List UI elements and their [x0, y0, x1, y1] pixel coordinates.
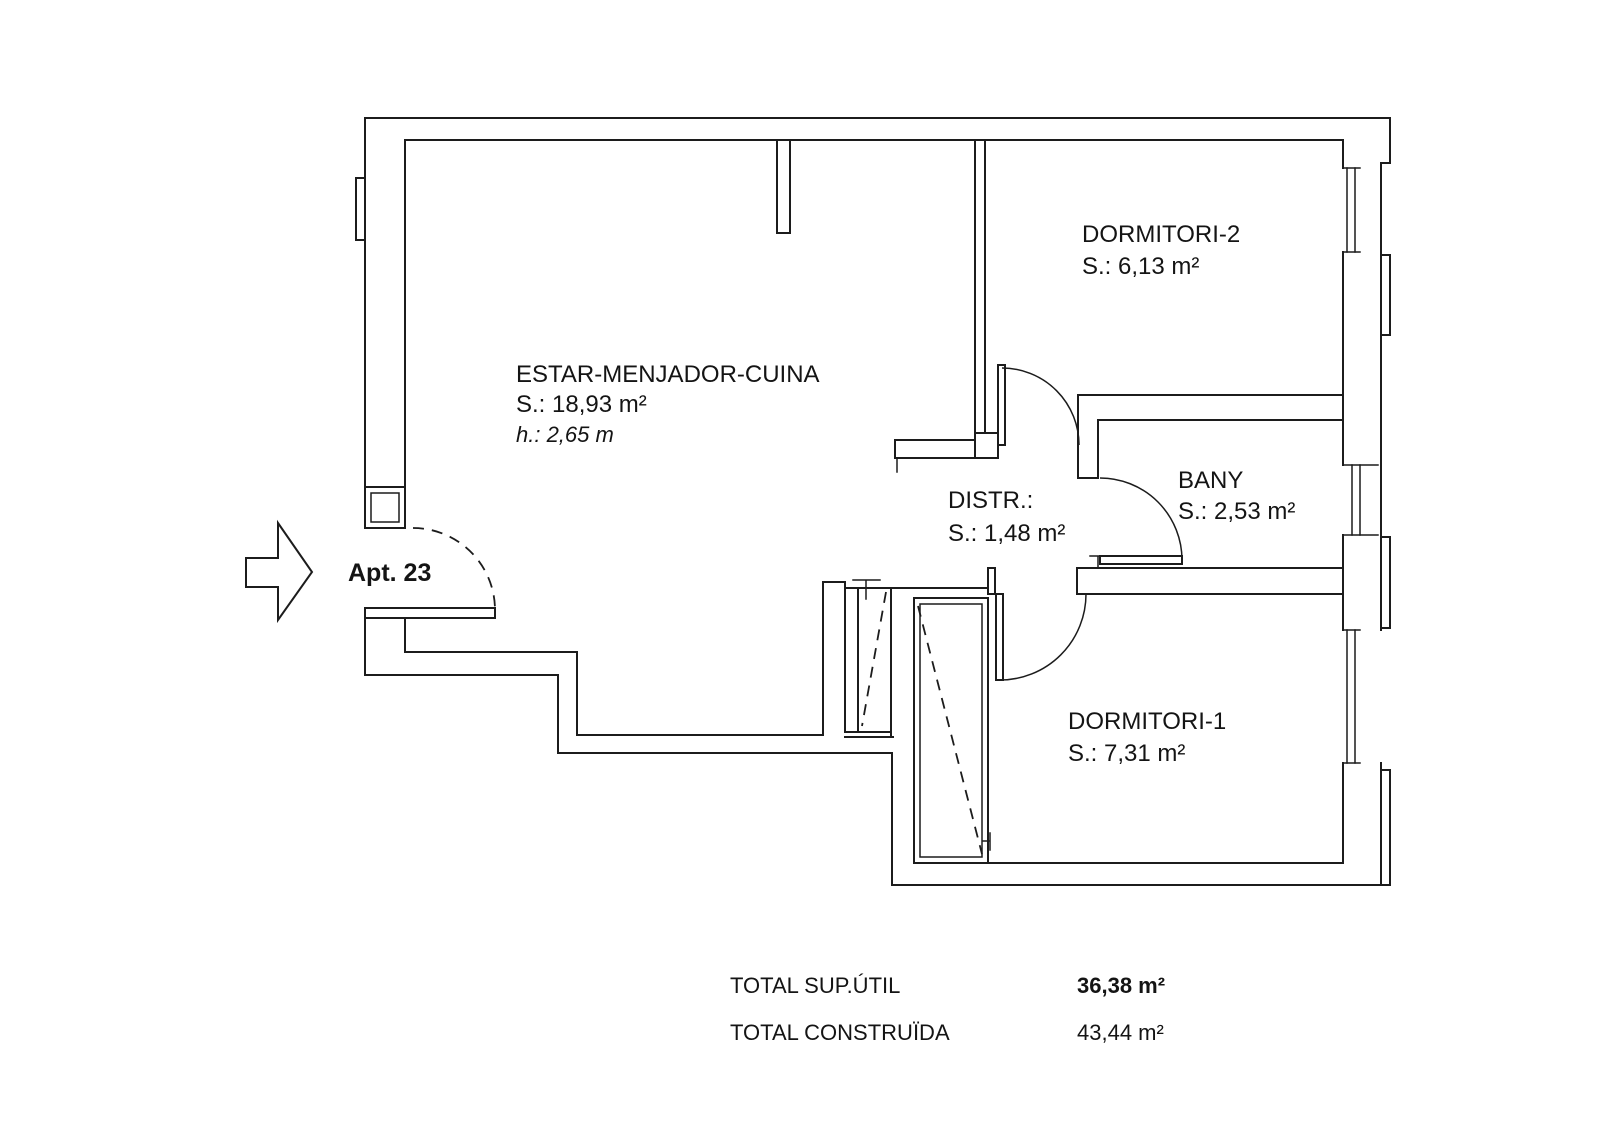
wardrobe-door-diagonal [917, 605, 983, 855]
right-pier-3 [1380, 769, 1391, 886]
bany-door-leaf [1099, 555, 1183, 565]
room-area-estar: S.: 18,93 m² [516, 391, 647, 418]
total-built-label: TOTAL CONSTRUÏDA [730, 1020, 950, 1045]
distr-top-stub [894, 439, 976, 459]
dorm1-north-wall [1076, 567, 1344, 595]
outer-wall-lower [364, 607, 1382, 886]
inner-wall-top-left [404, 139, 1344, 529]
room-area-distr: S.: 1,48 m² [948, 520, 1065, 547]
distr-west-wall [822, 581, 846, 733]
bany-west-wall [1077, 394, 1099, 479]
room-label-dormitori-2: DORMITORI-2 [1082, 221, 1240, 248]
room-area-dormitori-2: S.: 6,13 m² [1082, 253, 1199, 280]
window-dormitori-2 [1342, 167, 1361, 253]
entrance-lower-jamb [364, 607, 496, 619]
room-label-distr: DISTR.: [948, 487, 1033, 514]
totals-block: TOTAL SUP.ÚTIL 36,38 m² TOTAL CONSTRUÏDA… [730, 973, 1165, 1045]
dorm2-door-hinge-jamb [974, 432, 999, 459]
room-area-bany: S.: 2,53 m² [1178, 498, 1295, 525]
total-useful-label: TOTAL SUP.ÚTIL [730, 973, 900, 998]
outer-wall-upper [364, 117, 1391, 631]
wardrobe-pivot-mark [982, 832, 991, 851]
closet-pivot-mark [852, 579, 881, 600]
dorm1-door-west-jamb [987, 567, 996, 595]
bany-door-swing [1099, 477, 1183, 561]
room-label-bany: BANY [1178, 467, 1243, 494]
inner-wall-bottom-left [404, 581, 824, 736]
closet-walls [844, 587, 989, 738]
entrance-label: Apt. 23 [348, 559, 431, 587]
room-area-dormitori-1: S.: 7,31 m² [1068, 740, 1185, 767]
top-stub-partition [776, 139, 791, 234]
left-pilaster-notch [355, 177, 366, 241]
right-pier-2 [1380, 536, 1391, 629]
room-label-dormitori-1: DORMITORI-1 [1068, 708, 1226, 735]
interior-partitions [776, 139, 1344, 738]
total-built-value: 43,44 m² [1077, 1020, 1164, 1045]
entrance-arrow-icon [245, 519, 314, 624]
entrance-upper-jamb-inner [370, 492, 400, 523]
entrance-door-swing [412, 527, 496, 611]
wardrobe-symbols [852, 579, 991, 864]
labels: Apt. 23 ESTAR-MENJADOR-CUINA S.: 18,93 m… [348, 221, 1295, 767]
wardrobe-outline [913, 597, 989, 864]
dorm2-door-leaf [997, 364, 1006, 446]
room-label-estar: ESTAR-MENJADOR-CUINA [516, 361, 820, 388]
dorm2-door-swing [1001, 367, 1080, 446]
right-pier-1 [1380, 254, 1391, 336]
window-bany [1342, 464, 1379, 536]
windows [1342, 167, 1379, 764]
dorm1-door-swing [999, 593, 1087, 681]
doors [412, 364, 1183, 681]
dorm1-door-leaf [995, 593, 1004, 681]
closet-door-diagonal [861, 591, 887, 727]
window-dormitori-1 [1342, 629, 1361, 764]
total-useful-value: 36,38 m² [1077, 973, 1165, 998]
inner-wall-right-3 [913, 762, 1344, 864]
exterior-walls [355, 117, 1391, 886]
room-height-estar: h.: 2,65 m [516, 422, 614, 447]
wardrobe-inner-outline [919, 603, 983, 858]
